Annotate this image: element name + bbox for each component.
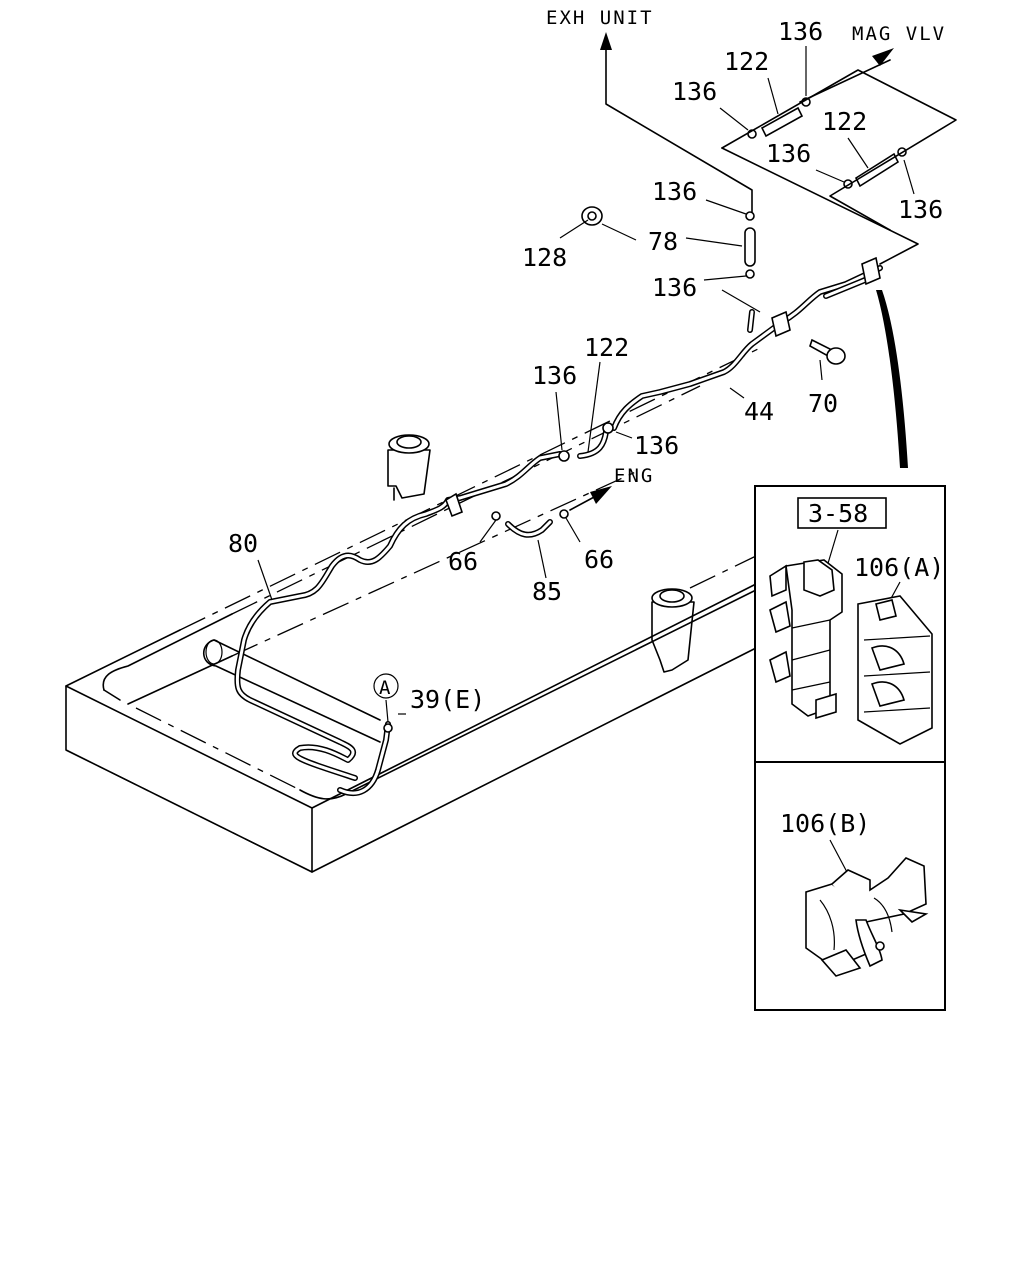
label-exh-unit: EXH UNIT bbox=[546, 7, 654, 29]
callout-136: 136 bbox=[634, 431, 679, 460]
pipe-44 bbox=[611, 256, 883, 431]
callout-136: 136 bbox=[532, 361, 577, 390]
label-eng: ENG bbox=[614, 465, 654, 487]
hose-85 bbox=[505, 519, 553, 538]
clip-106b bbox=[805, 857, 929, 977]
bolt-70 bbox=[809, 338, 846, 365]
circle-a-marker: A bbox=[373, 673, 399, 699]
routing-lines bbox=[569, 32, 957, 511]
chassis-frame bbox=[65, 347, 761, 873]
clip-106a-mounted bbox=[769, 559, 843, 720]
callout-leaders bbox=[257, 46, 915, 723]
callout-122: 122 bbox=[584, 333, 629, 362]
callout-128: 128 bbox=[522, 243, 567, 272]
air-tank bbox=[202, 639, 381, 743]
callout-70: 70 bbox=[808, 389, 838, 418]
callout-122: 122 bbox=[822, 107, 867, 136]
hose-122-lower bbox=[577, 429, 609, 459]
callout-66: 66 bbox=[584, 545, 614, 574]
callout-44: 44 bbox=[744, 397, 774, 426]
clip-106a bbox=[857, 595, 933, 745]
clip-106a-label: 106(A) bbox=[854, 553, 944, 582]
hose-122-top bbox=[760, 106, 804, 138]
callout-136: 136 bbox=[898, 195, 943, 224]
callout-136: 136 bbox=[652, 273, 697, 302]
ref-box bbox=[797, 497, 887, 529]
detail-inset: 3-58 106(A) 106(B) bbox=[754, 485, 946, 1011]
pipe-80 bbox=[234, 451, 563, 797]
ref-box-label: 3-58 bbox=[808, 499, 868, 528]
frame-mount-post-left bbox=[387, 434, 431, 501]
callout-122: 122 bbox=[724, 47, 769, 76]
callout-66: 66 bbox=[448, 547, 478, 576]
destination-labels: EXH UNIT MAG VLV ENG bbox=[546, 7, 946, 487]
callout-136: 136 bbox=[778, 17, 823, 46]
callout-85: 85 bbox=[532, 577, 562, 606]
callout-136: 136 bbox=[766, 139, 811, 168]
callout-80: 80 bbox=[228, 529, 258, 558]
circle-a-label: A bbox=[379, 677, 391, 699]
pipe-78 bbox=[744, 227, 756, 267]
callout-39e: 39(E) bbox=[410, 685, 485, 714]
callout-136: 136 bbox=[652, 177, 697, 206]
callout-136: 136 bbox=[672, 77, 717, 106]
clip-106b-label: 106(B) bbox=[780, 809, 870, 838]
callout-labels: 136 122 136 122 136 136 136 128 78 136 1… bbox=[228, 17, 943, 714]
label-mag-vlv: MAG VLV bbox=[852, 23, 946, 45]
frame-mount-post-right bbox=[651, 588, 695, 673]
callout-78: 78 bbox=[648, 227, 678, 256]
